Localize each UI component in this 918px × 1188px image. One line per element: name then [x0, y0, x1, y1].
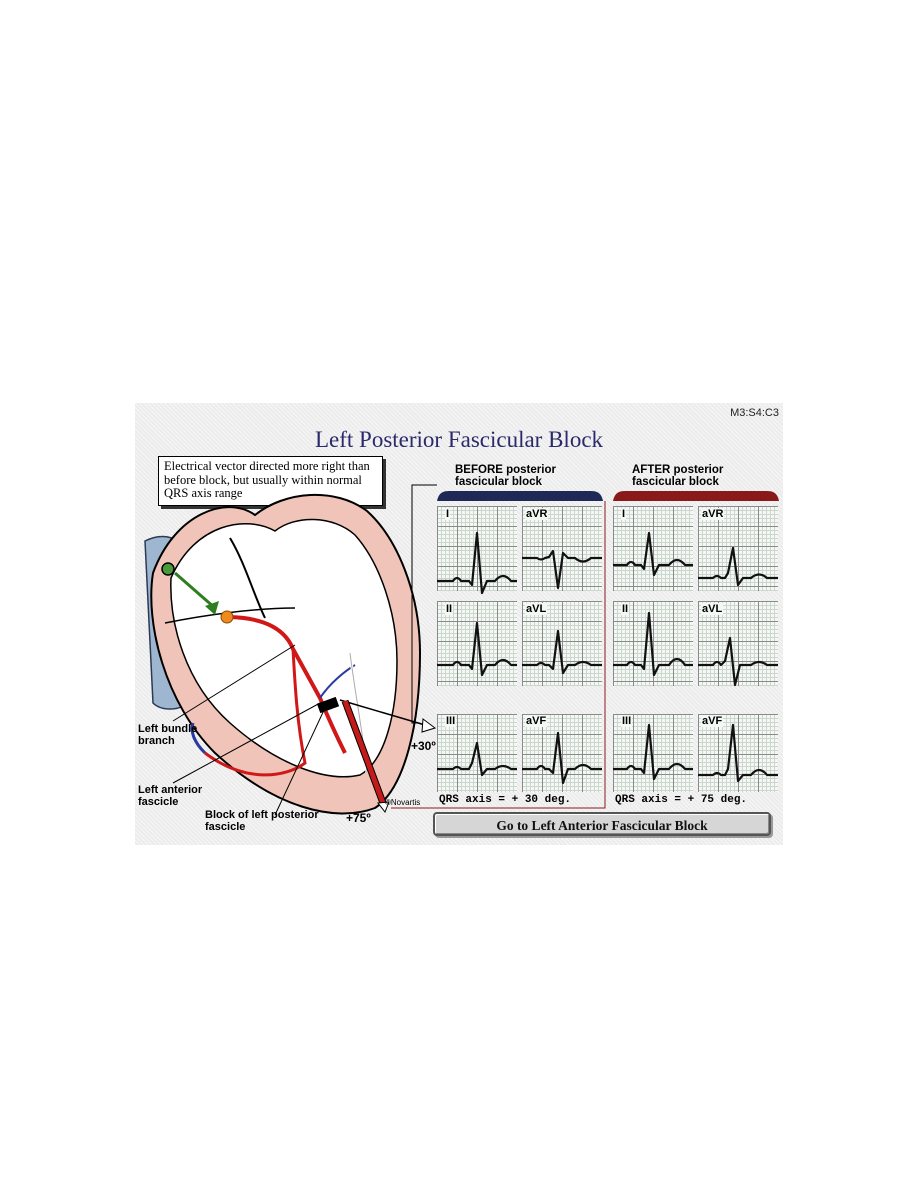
before-axis-text: QRS axis = + 30 deg. [439, 794, 572, 806]
lead-label-before-aVF: aVF [525, 715, 548, 727]
lead-label-after-III: III [621, 715, 633, 727]
heart-diagram [144, 484, 606, 816]
signature: ©Novartis [385, 798, 421, 807]
av-node [220, 610, 234, 624]
lead-label-after-aVF: aVF [701, 715, 724, 727]
lead-label-after-aVL: aVL [701, 603, 724, 615]
page-title: Left Posterior Fascicular Block [314, 427, 604, 452]
after-axis-text: QRS axis = + 75 deg. [615, 794, 748, 806]
after-bracket [613, 491, 779, 501]
lead-label-before-II: II [445, 603, 454, 615]
vector-callout: Electrical vector directed more right th… [158, 456, 383, 506]
ecg-before-aVF [522, 714, 602, 792]
heart-chambers [170, 518, 398, 778]
lead-label-before-aVR: aVR [525, 508, 549, 520]
ecg-after-I [613, 506, 693, 591]
ecg-before-III [437, 714, 517, 792]
before-header: BEFORE posterior fascicular block [455, 464, 556, 488]
lead-label-before-aVL: aVL [525, 603, 548, 615]
lead-label-before-III: III [445, 715, 457, 727]
label-block-left-posterior: Block of left posterior fascicle [205, 809, 319, 833]
angle-plus-30: +30º [411, 739, 436, 753]
before-bracket [437, 491, 603, 501]
after-header: AFTER posterior fascicular block [632, 464, 724, 488]
slide-code: M3:S4:C3 [730, 407, 779, 419]
lead-label-after-I: I [621, 508, 627, 520]
ecg-before-aVR [522, 506, 602, 591]
lead-label-after-aVR: aVR [701, 508, 725, 520]
ecg-traces [437, 531, 778, 785]
lead-label-before-I: I [445, 508, 451, 520]
sa-node [161, 562, 175, 576]
label-left-bundle-branch: Left bundle branch [138, 723, 198, 747]
slide-panel: M3:S4:C3 Left Posterior Fascicular Block… [135, 403, 783, 845]
go-to-left-anterior-button[interactable]: Go to Left Anterior Fascicular Block [433, 812, 771, 836]
label-left-anterior-fascicle: Left anterior fascicle [138, 784, 203, 808]
ecg-before-II [437, 601, 517, 686]
lead-label-after-II: II [621, 603, 630, 615]
angle-plus-75: +75º [346, 811, 371, 825]
block-marker [316, 696, 340, 714]
